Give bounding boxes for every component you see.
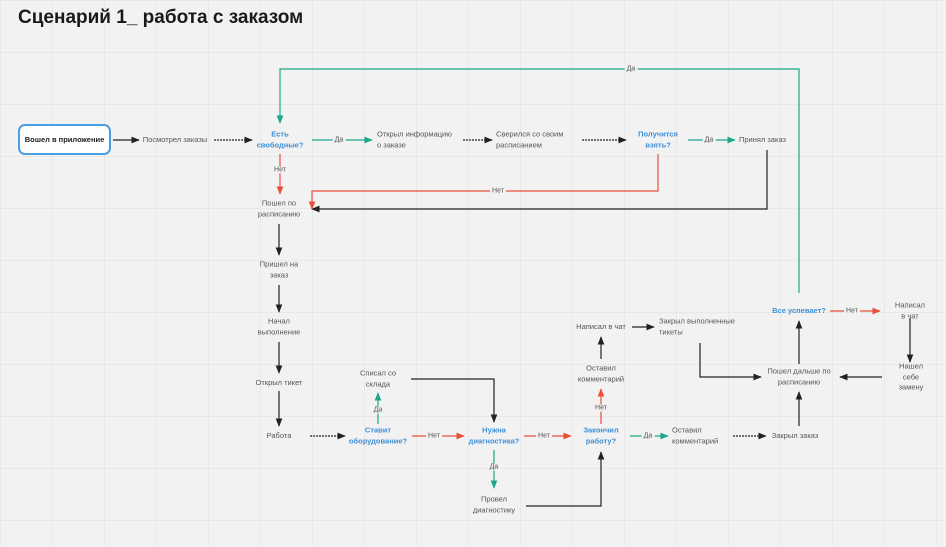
node-wrote-off[interactable]: Списал со склада — [359, 368, 397, 389]
start-node[interactable]: Вошел в приложение — [18, 124, 111, 155]
edge-label-free-yes: Да — [332, 136, 346, 144]
node-checked-schedule[interactable]: Сверился со своим расписанием — [496, 129, 564, 150]
edge-label-finished-yes: Да — [641, 432, 655, 440]
node-work[interactable]: Работа — [266, 430, 292, 440]
node-went-by-schedule[interactable]: Пошел по расписанию — [257, 198, 301, 219]
edge-label-equipment-no: Нет — [426, 432, 442, 440]
decision-any-free[interactable]: Есть свободные? — [256, 129, 304, 150]
edge-label-keeping-no: Нет — [844, 307, 860, 315]
node-did-diagnostics[interactable]: Провел диагностику — [472, 494, 516, 515]
decision-installs-equipment[interactable]: Ставит оборудование? — [348, 425, 408, 446]
node-closed-tickets[interactable]: Закрыл выполненные тикеты — [659, 316, 735, 337]
edge-label-keeping-yes: Да — [624, 65, 638, 73]
edge-diagnostics-done-to-finished — [526, 451, 605, 507]
edge-label-equipment-yes: Да — [371, 406, 385, 414]
edge-cantake-no — [308, 154, 659, 210]
edge-label-free-no: Нет — [272, 166, 288, 174]
edge-writeoff-to-diagnostics — [411, 378, 498, 423]
edge-label-diagnostics-no: Нет — [536, 432, 552, 440]
decision-keeping-up[interactable]: Все успевает? — [772, 305, 826, 315]
node-opened-ticket[interactable]: Открыл тикет — [255, 377, 303, 387]
edge-label-finished-no: Нет — [593, 404, 609, 412]
decision-need-diagnostics[interactable]: Нужна диагностика? — [468, 425, 520, 446]
edge-keeping-yes — [276, 68, 800, 293]
edge-accepted-to-schedule — [311, 150, 768, 213]
node-found-replacement[interactable]: Нашел себе замену — [898, 361, 924, 392]
node-closed-order[interactable]: Закрыл заказ — [771, 430, 819, 440]
edge-tickets-to-further — [699, 343, 762, 381]
node-accepted-order[interactable]: Принял заказ — [739, 134, 786, 144]
node-wrote-chat-2[interactable]: Написал в чат — [894, 300, 926, 321]
node-opened-info[interactable]: Открыл информацию о заказе — [377, 129, 452, 150]
node-left-comment-1[interactable]: Оставил комментарий — [577, 363, 625, 384]
board-title: Сценарий 1_ работа с заказом — [18, 7, 304, 28]
edge-label-cantake-no: Нет — [490, 187, 506, 195]
node-went-further[interactable]: Пошел дальше по расписанию — [767, 366, 831, 387]
edge-label-diagnostics-yes: Да — [487, 463, 501, 471]
node-started[interactable]: Начал выполнение — [257, 316, 301, 337]
node-left-comment-2[interactable]: Оставил комментарий — [672, 425, 719, 446]
edge-label-cantake-yes: Да — [702, 136, 716, 144]
decision-can-take[interactable]: Получится взять? — [638, 129, 678, 150]
node-wrote-chat-1[interactable]: Написал в чат — [576, 321, 626, 331]
node-arrived[interactable]: Пришел на заказ — [259, 259, 299, 280]
node-viewed-orders[interactable]: Посмотрел заказы — [142, 134, 208, 144]
decision-finished-work[interactable]: Закончил работу? — [583, 425, 619, 446]
